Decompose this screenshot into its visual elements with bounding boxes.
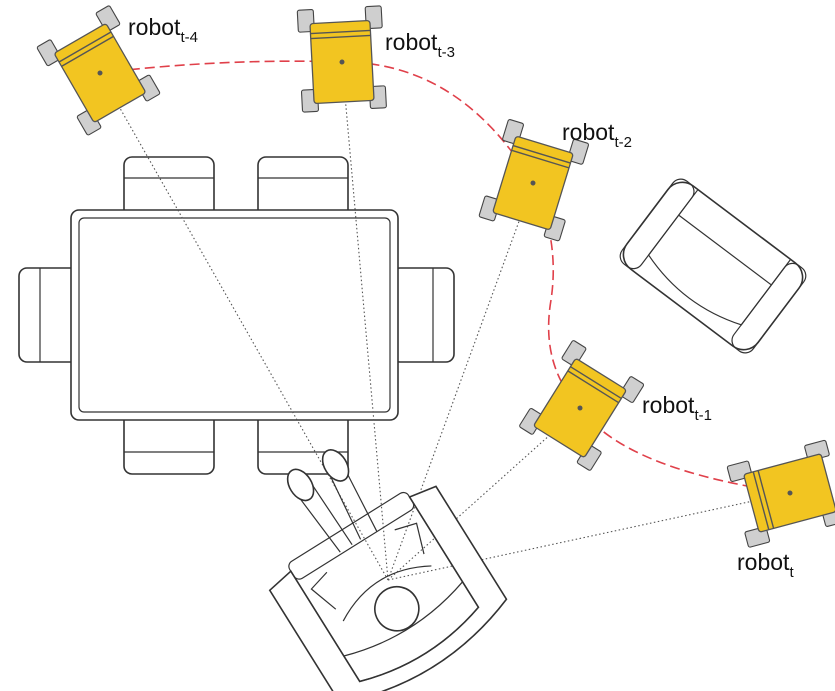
sight-line-t-1 bbox=[387, 407, 581, 581]
robot-label-t-4: robott-4 bbox=[128, 14, 198, 46]
wheel bbox=[619, 376, 645, 403]
wheel bbox=[36, 39, 62, 67]
robot-t-1 bbox=[519, 340, 645, 471]
robot-t-2 bbox=[478, 119, 590, 242]
robot-t-3 bbox=[296, 5, 387, 113]
chair-top-right bbox=[257, 156, 349, 218]
wheel bbox=[744, 526, 771, 548]
robot-t-4 bbox=[36, 5, 161, 136]
robot-label-t-3: robott-3 bbox=[385, 29, 455, 61]
wheel bbox=[95, 5, 121, 33]
dining-table-set bbox=[18, 156, 455, 475]
sight-line-t-3 bbox=[341, 61, 389, 581]
chair-bottom-left bbox=[123, 411, 215, 475]
wheel bbox=[561, 340, 587, 367]
seated-person bbox=[268, 449, 508, 691]
armchair bbox=[619, 178, 807, 354]
robot-t bbox=[726, 439, 835, 548]
dining-table bbox=[70, 209, 399, 421]
chair-top-left bbox=[123, 156, 215, 218]
sight-line-t-2 bbox=[387, 182, 534, 581]
robot-label-t: robott bbox=[737, 549, 794, 581]
robot-label-t-2: robott-2 bbox=[562, 119, 632, 151]
chair-right bbox=[391, 267, 455, 363]
wheel bbox=[567, 138, 590, 165]
robot-label-t-1: robott-1 bbox=[642, 392, 712, 424]
